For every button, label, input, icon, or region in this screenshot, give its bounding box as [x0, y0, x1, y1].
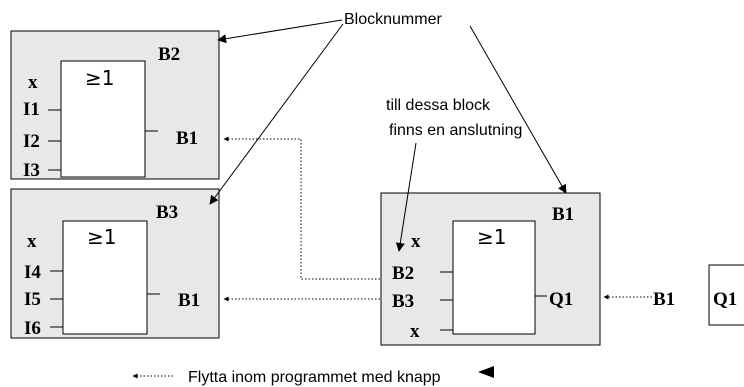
block-b2-gate: [60, 60, 146, 178]
block-b1-gate-symbol: ≥1: [477, 225, 506, 249]
block-b2-input-2: I2: [23, 131, 40, 152]
block-b3-number: B3: [156, 202, 178, 223]
block-b3-input-1: I4: [24, 262, 41, 283]
block-b3-input-3: I6: [24, 318, 41, 339]
block-b2-gate-symbol: ≥1: [85, 66, 114, 90]
block-b1-input-3: x: [410, 321, 420, 342]
q1-output-box: [708, 264, 744, 326]
block-b2-x-label: x: [28, 72, 38, 93]
q1-output-label: Q1: [713, 289, 737, 310]
block-b3-output: B1: [178, 290, 200, 311]
block-b3-gate-symbol: ≥1: [87, 225, 116, 249]
connection-callout-line-1: till dessa block: [386, 97, 491, 114]
legend-text: Flytta inom programmet med knapp: [188, 369, 441, 386]
block-b1-output: Q1: [549, 289, 573, 310]
block-b3: ≥1 B3 x I4 I5 I6 B1: [10, 188, 220, 339]
legend-solid-arrow-icon: [478, 366, 494, 378]
blocknummer-pointer-b1: [469, 25, 567, 194]
connection-callout-line-2: finns en anslutning: [389, 122, 522, 139]
block-b2: ≥1 B2 x I1 I2 I3 B1: [10, 30, 220, 181]
block-b2-number: B2: [158, 44, 180, 65]
block-b1-input-2: B3: [392, 291, 414, 312]
block-b2-output: B1: [176, 128, 198, 149]
block-b1-input-1: B2: [392, 263, 414, 284]
block-b1-gate: [452, 220, 536, 335]
blocknummer-label: Blocknummer: [344, 11, 442, 28]
block-b3-input-2: I5: [24, 289, 41, 310]
block-b1-x-top: x: [411, 231, 421, 252]
legend: Flytta inom programmet med knapp: [132, 366, 494, 386]
block-b3-x-label: x: [27, 231, 37, 252]
connection-b2-to-b1-path: [223, 136, 380, 280]
block-b1-number: B1: [552, 204, 574, 225]
block-b2-input-1: I1: [23, 99, 40, 120]
block-b3-gate: [62, 220, 148, 335]
blocknummer-pointer-b3: [209, 23, 344, 205]
block-b1: ≥1 B1 x B2 B3 x Q1: [380, 192, 601, 346]
block-b2-input-3: I3: [23, 160, 40, 181]
chain-source-label: B1: [653, 289, 675, 310]
connection-callout-pointer: [395, 142, 417, 252]
blocknummer-pointer-b2: [217, 19, 343, 44]
